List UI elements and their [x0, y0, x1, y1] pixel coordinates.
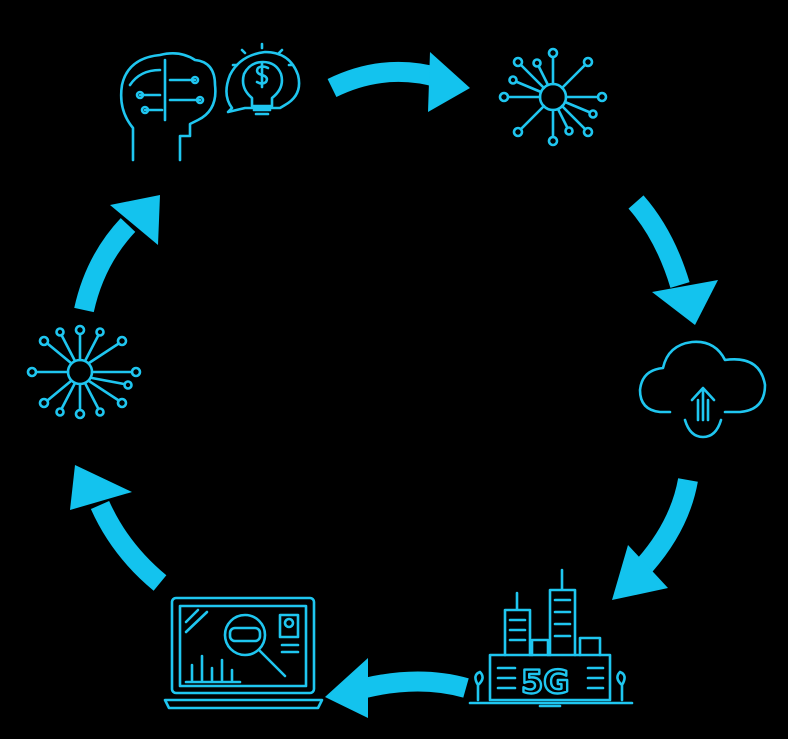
5g-label: 5G	[521, 663, 570, 701]
brain-lightbulb-dollar-icon	[119, 42, 301, 162]
network-hub-icon	[26, 324, 142, 420]
cloud-upload-icon	[638, 340, 767, 439]
5g-city-icon: 5G	[468, 568, 634, 708]
laptop-analytics-vr-icon	[163, 596, 324, 710]
arrow-right-top	[628, 195, 718, 325]
arrow-left-top	[74, 195, 160, 313]
arrow-left-bottom	[70, 465, 167, 591]
arrow-right-bottom	[612, 478, 698, 600]
arrow-bottom	[325, 658, 469, 718]
network-hub-icon	[498, 47, 608, 147]
arrow-top	[327, 52, 470, 112]
